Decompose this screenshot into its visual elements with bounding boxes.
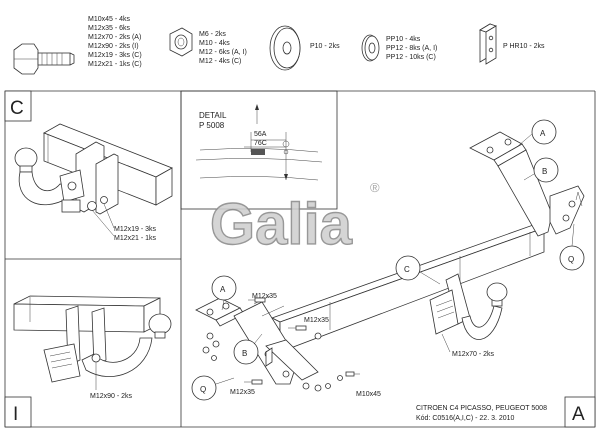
detail-inset: DETAIL P 5008 56A 76C (180, 90, 338, 210)
svg-text:A: A (220, 285, 226, 294)
label-m12x35-bottom: M12x35 (230, 389, 255, 396)
callout-q-right: Q (559, 223, 585, 271)
bolt-spec-5: M12x19 - 3ks (C) (88, 52, 142, 59)
detail-dim-a: 56A (254, 131, 267, 138)
logo-registered: ® (370, 180, 380, 195)
bolt-head (87, 201, 97, 211)
washer-spec-1: PP10 - 4ks (386, 36, 421, 43)
tow-ball (14, 147, 85, 213)
plate-spec: P HR10 - 2ks (503, 43, 545, 50)
panel-i-letter: I (13, 404, 18, 425)
svg-text:A: A (540, 129, 546, 138)
label-m12x35-mid: M12x35 (304, 317, 329, 324)
nut-spec-1: M6 - 2ks (199, 31, 226, 38)
svg-text:Q: Q (568, 255, 574, 264)
logo-text: Galia (210, 192, 353, 257)
plate-icon (479, 23, 497, 65)
nut-spec-2: M10 - 4ks (199, 40, 230, 47)
vehicle-model: CITROEN C4 PICASSO, PEUGEOT 5008 (416, 405, 547, 412)
panel-a-letter: A (572, 404, 585, 425)
bolt-head (100, 196, 108, 204)
label-m12x70: M12x70 - 2ks (452, 351, 495, 358)
detail-title: DETAIL (199, 111, 227, 120)
callout-a-top: A (517, 119, 557, 147)
bolt-spec-3: M12x70 - 2ks (A) (88, 34, 141, 41)
nut-spec-4: M12 - 4ks (C) (199, 58, 241, 65)
hardware-scatter (202, 297, 360, 392)
bolt-icon (13, 43, 75, 75)
label-m12x35-left: M12x35 (252, 293, 277, 300)
panel-i-label: M12x90 - 2ks (90, 393, 133, 400)
panel-c-label-1: M12x19 - 3ks (114, 226, 157, 233)
tow-ball (43, 313, 172, 383)
bolt-spec-4: M12x90 - 2ks (I) (88, 43, 139, 50)
right-bracket (469, 131, 585, 237)
crossbar-tube (13, 295, 161, 333)
bolt-spec-2: M12x35 - 6ks (88, 25, 131, 32)
hardware-legend: M10x45 - 4ks M12x35 - 6ks M12x70 - 2ks (… (13, 16, 545, 75)
washer-spec-3: PP12 - 10ks (C) (386, 54, 436, 61)
callout-c: C (395, 255, 441, 285)
svg-text:B: B (542, 167, 547, 176)
label-m10x45: M10x45 (356, 391, 381, 398)
callout-b-left: B (233, 333, 263, 365)
large-washer-spec: P10 - 2ks (310, 43, 340, 50)
panel-c: C M12x19 - 3ks M12x21 - 1ks (4, 90, 173, 242)
callout-q-left: Q (191, 375, 235, 401)
bolt-spec-6: M12x21 - 1ks (C) (88, 61, 142, 68)
svg-text:B: B (242, 349, 247, 358)
svg-text:C: C (404, 265, 410, 274)
detail-dim-c: 76C (254, 140, 267, 147)
svg-text:Q: Q (200, 385, 206, 394)
large-washer-icon (269, 25, 301, 71)
mount-plate (95, 153, 119, 215)
panel-i: I M12x90 - 2ks (4, 295, 172, 428)
left-bracket (195, 295, 319, 385)
nut-spec-3: M12 - 6ks (A, I) (199, 49, 247, 56)
detail-ref: P 5008 (199, 121, 225, 130)
nut-icon (169, 27, 193, 57)
callout-a-left: A (211, 275, 237, 311)
tow-ball (429, 273, 508, 340)
main-assembly: A B C Q A B Q (191, 119, 596, 428)
drawing-code: Kód: C0516(A,I,C) - 22. 3. 2010 (416, 415, 515, 422)
panel-c-label-2: M12x21 - 1ks (114, 235, 157, 242)
washer-icon (361, 34, 380, 62)
panel-c-letter: C (10, 98, 24, 119)
mount-plate (91, 307, 107, 367)
washer-spec-2: PP12 - 8ks (A, I) (386, 45, 437, 52)
bolt-spec-1: M10x45 - 4ks (88, 16, 131, 23)
callout-b-top: B (523, 157, 559, 183)
brand-logo: Galia ® (209, 180, 380, 258)
